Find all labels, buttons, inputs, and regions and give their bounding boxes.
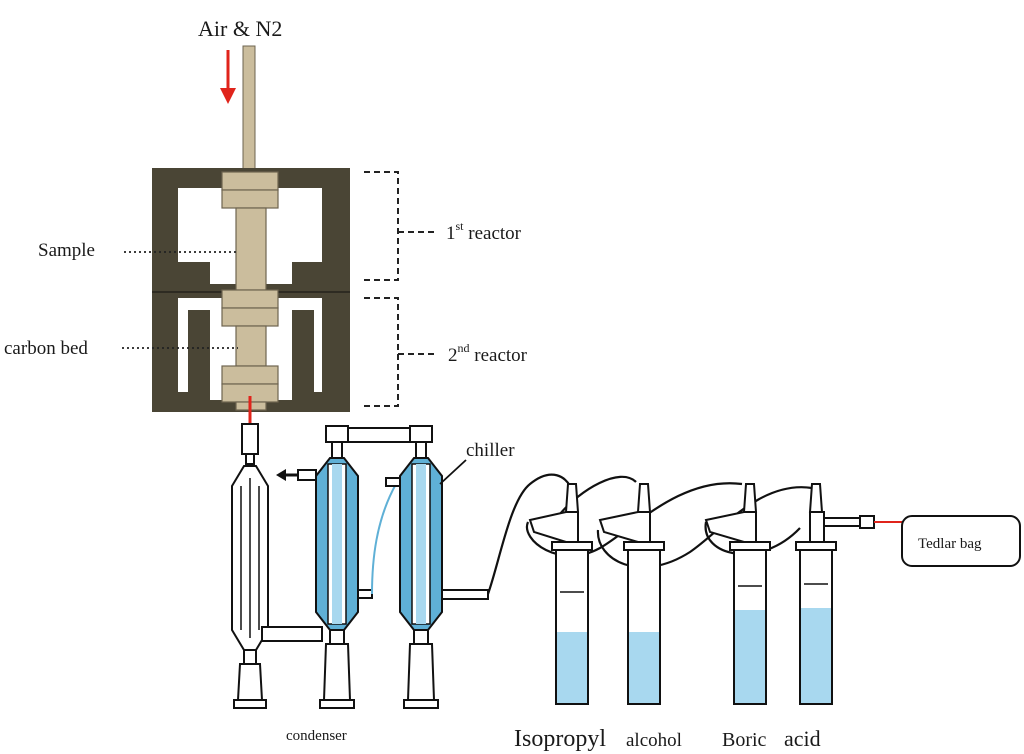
tedlar-label: Tedlar bag bbox=[918, 536, 982, 552]
condenser-1 bbox=[231, 423, 269, 709]
alcohol-label: alcohol bbox=[626, 730, 682, 751]
reactor2-label: 2nd reactor bbox=[448, 341, 528, 366]
top-connector bbox=[347, 427, 413, 443]
inlet-pipe bbox=[242, 45, 256, 173]
boric-label: Boric bbox=[722, 729, 767, 751]
reactor1-label: 1st reactor bbox=[446, 219, 522, 244]
tedlar-bag bbox=[901, 515, 1021, 567]
impinger-3 bbox=[704, 483, 771, 705]
inlet-arrow-head bbox=[220, 88, 236, 104]
condenser-outlet bbox=[441, 589, 489, 600]
impinger-4 bbox=[795, 483, 875, 705]
impinger-2 bbox=[598, 483, 665, 705]
bottom-connector-1 bbox=[261, 626, 323, 642]
chiller-label: chiller bbox=[466, 440, 515, 461]
condenser-label: condenser bbox=[286, 728, 347, 744]
tube-1 bbox=[486, 473, 571, 595]
condenser-2 bbox=[297, 425, 373, 709]
sample-label: Sample bbox=[38, 240, 95, 261]
tube-4 bbox=[596, 486, 813, 569]
reactor2-bracket bbox=[364, 297, 399, 407]
chiller-line bbox=[371, 483, 397, 595]
sample-zone bbox=[235, 207, 267, 291]
isopropyl-label: Isopropyl bbox=[514, 726, 606, 752]
reactor-tube bbox=[221, 171, 279, 411]
tube-3 bbox=[525, 482, 743, 557]
reactor1-bracket bbox=[364, 171, 399, 281]
carbon-bed-zone bbox=[235, 325, 267, 367]
final-outlet bbox=[823, 517, 863, 527]
condenser-3 bbox=[385, 425, 489, 709]
chiller-leader bbox=[439, 459, 467, 485]
inlet-label: Air & N2 bbox=[198, 16, 282, 41]
carbon-bed-label: carbon bed bbox=[4, 338, 88, 359]
impinger-1 bbox=[528, 483, 593, 705]
acid-label: acid bbox=[784, 726, 821, 751]
